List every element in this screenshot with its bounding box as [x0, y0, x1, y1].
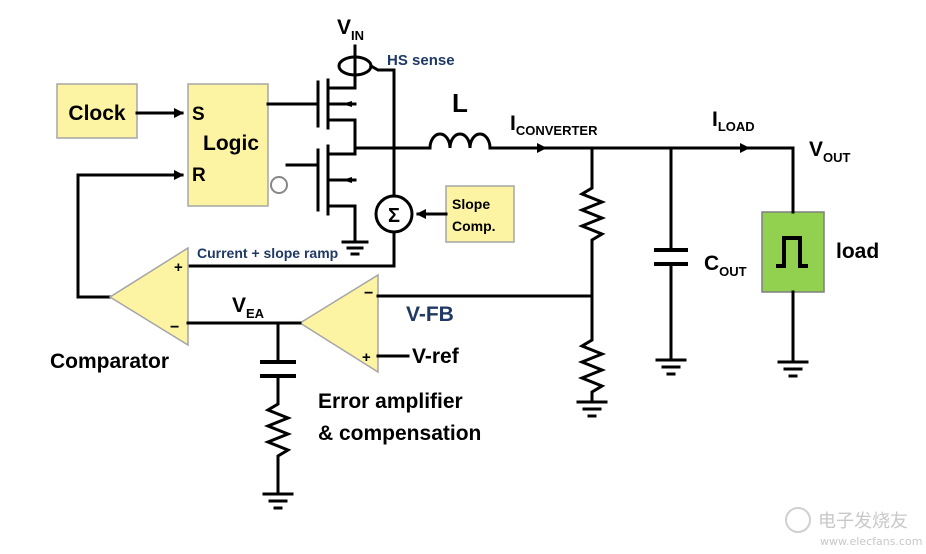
erramp-plus: +	[362, 349, 371, 366]
clock-label: Clock	[68, 102, 126, 125]
clock-block: Clock	[56, 83, 138, 139]
reset-pin-label: R	[192, 165, 206, 186]
cout-label: COUT	[704, 252, 747, 279]
inductor	[428, 132, 492, 150]
feedback-divider	[576, 146, 608, 418]
compensation-network	[260, 321, 296, 510]
vfb-label: V-FB	[406, 303, 454, 326]
comparator-minus: −	[170, 319, 179, 336]
error-amplifier: − +	[298, 273, 379, 374]
erramp-minus: −	[364, 285, 373, 302]
vref-label: V-ref	[412, 345, 460, 368]
vout-label: VOUT	[809, 138, 851, 165]
inverter-bubble	[270, 176, 288, 194]
comparator-plus: +	[174, 259, 183, 276]
low-side-mosfet	[316, 144, 357, 232]
hs-sense-label: HS sense	[387, 52, 455, 69]
vout-rail	[746, 146, 795, 214]
logic-block: S Logic R	[187, 83, 269, 207]
summer-symbol: Σ	[388, 205, 400, 227]
comparator: + −	[108, 246, 189, 347]
slope-comp-block: Slope Comp.	[445, 185, 515, 243]
hs-sense-wire	[368, 63, 396, 198]
error-amp-caption-1: Error amplifier	[318, 390, 463, 413]
inductor-label: L	[452, 88, 468, 118]
current-slope-ramp-label: Current + slope ramp	[197, 245, 338, 261]
iconverter-label: ICONVERTER	[510, 112, 598, 138]
comparator-caption: Comparator	[50, 350, 169, 373]
iload-label: ILOAD	[712, 108, 755, 134]
watermark-text: 电子发烧友	[818, 511, 908, 532]
load-ground	[777, 290, 809, 378]
comparator-to-reset-wire	[76, 170, 184, 299]
error-amp-caption-2: & compensation	[318, 422, 481, 445]
slope-comp-label-2: Comp.	[452, 218, 496, 234]
slope-comp-label-1: Slope	[452, 196, 490, 212]
set-pin-label: S	[192, 104, 205, 125]
high-side-mosfet	[316, 70, 357, 150]
watermark-url: www.elecfans.com	[820, 535, 922, 548]
output-capacitor	[654, 146, 688, 376]
load-block: load	[761, 211, 879, 293]
vin-label: VIN	[337, 16, 364, 43]
current-slope-ramp-wire	[186, 230, 396, 268]
watermark: 电子发烧友 www.elecfans.com	[785, 507, 922, 548]
vea-label: VEA	[232, 294, 265, 321]
logic-label: Logic	[203, 132, 259, 155]
low-side-ground	[341, 228, 369, 256]
load-label: load	[836, 240, 879, 263]
